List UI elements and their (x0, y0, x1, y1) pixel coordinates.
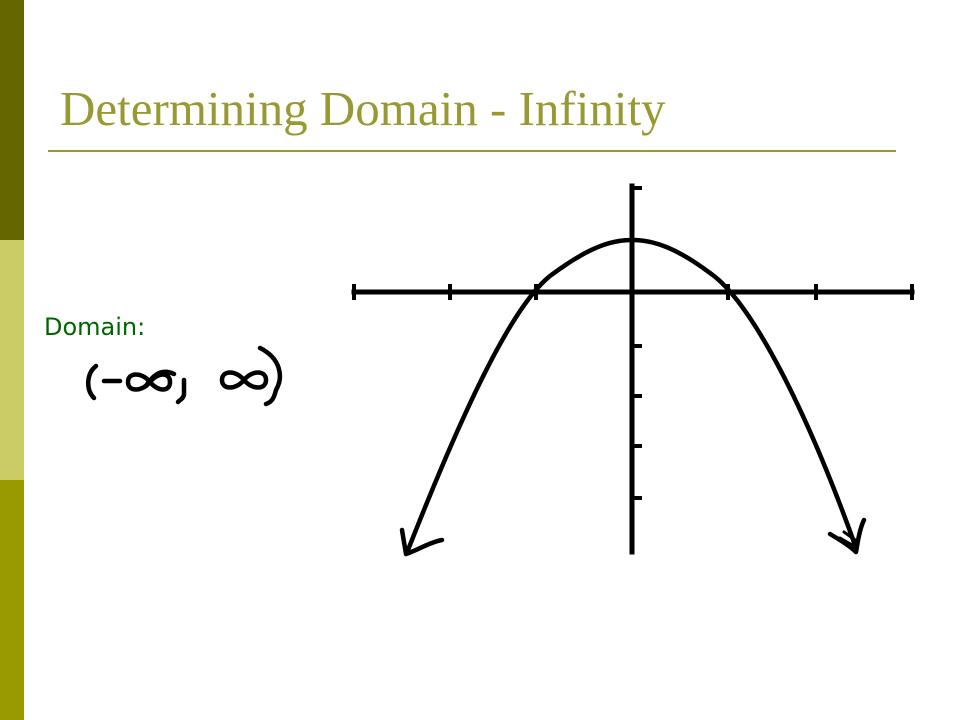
accent-bar-top (0, 0, 24, 240)
handwritten-domain-answer (80, 336, 290, 416)
slide-title: Determining Domain - Infinity (60, 81, 666, 136)
title-underline (48, 150, 896, 152)
domain-label: Domain: (44, 313, 146, 341)
accent-bar-middle (0, 240, 24, 480)
parabola-graph (340, 178, 930, 570)
accent-bar-bottom (0, 480, 24, 720)
